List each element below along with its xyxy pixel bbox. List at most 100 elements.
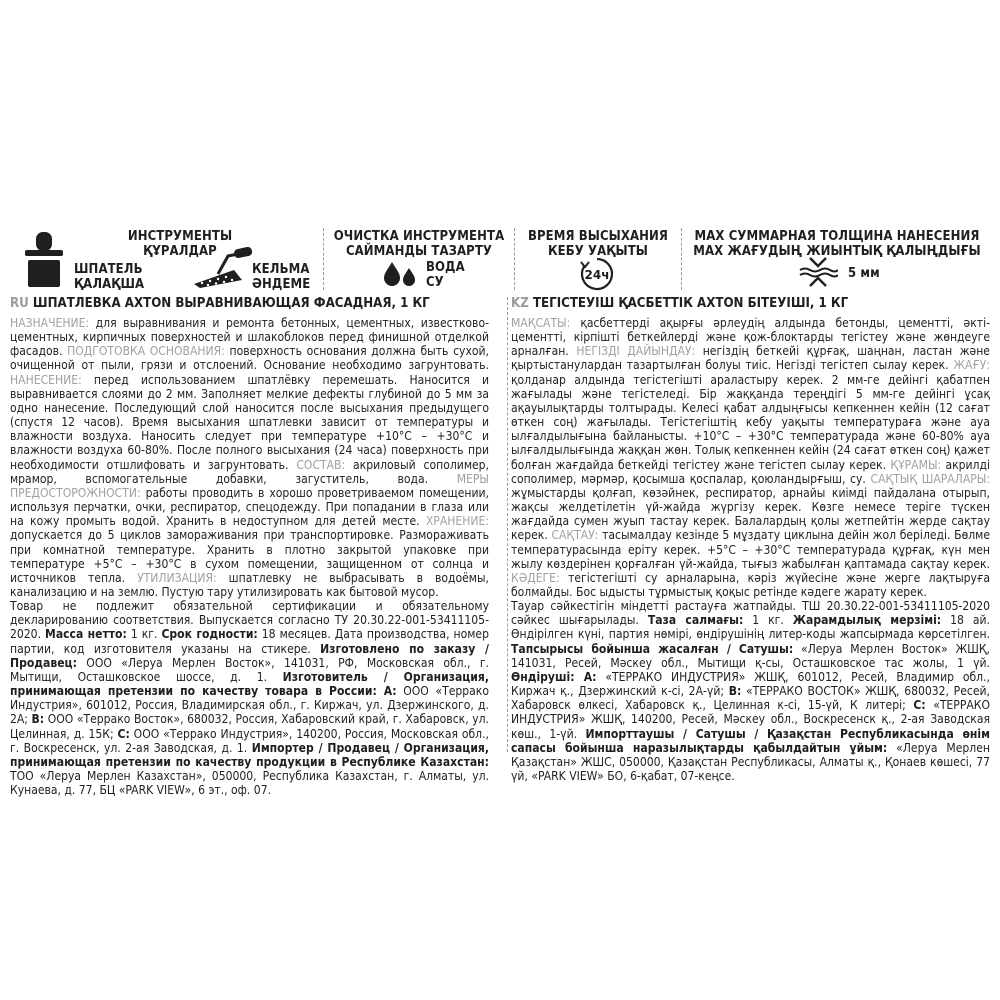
kz-label-apply: ЖАҒУ: — [953, 358, 990, 373]
kz-bold-mass: Таза салмағы: — [647, 613, 744, 628]
drying-time-icon: 24ч — [580, 257, 614, 291]
kz-text-prep: негіздің беткейі құрғақ, шаңнан, ластан … — [511, 344, 990, 373]
kz-lang-prefix: KZ — [511, 296, 529, 311]
tools-title-ru: ИНСТРУМЕНТЫ — [127, 229, 233, 244]
ru-label-safety: МЕРЫ ПРЕДОСТОРОЖНОСТИ: — [10, 471, 489, 500]
kz-text-importer: «Леруа Мерлен Қазақстан» ЖШС, 050000, Қа… — [511, 740, 990, 783]
cleaning-title: ОЧИСТКА ИНСТРУМЕНТА САЙМАНДЫ ТАЗАРТУ — [330, 229, 508, 259]
cleaning-title-kz: САЙМАНДЫ ТАЗАРТУ — [345, 244, 493, 259]
kz-description: МАҚСАТЫ: қасбеттерді ақырғы әрлеудің алд… — [511, 316, 990, 599]
thickness-title-ru: MAX СУММАРНАЯ ТОЛЩИНА НАНЕСЕНИЯ — [694, 229, 980, 244]
ru-bold-maker: Изготовитель / Организация, принимающая … — [10, 669, 489, 699]
kz-text-order: «Леруа Мерлен Восток» ЖШҚ, 141031, Ресей… — [511, 641, 990, 670]
ru-bold-b: В: — [31, 712, 45, 727]
ru-text-purpose: для выравнивания и ремонта бетонных, цем… — [10, 316, 489, 359]
ru-text-prep: поверхность основания должна быть сухой,… — [10, 344, 489, 373]
ru-description: НАЗНАЧЕНИЕ: для выравнивания и ремонта б… — [10, 316, 489, 599]
trowel-icon — [194, 246, 253, 288]
ru-bold-importer: Импортер / Продавец / Организация, прини… — [10, 740, 489, 769]
thickness-value: 5 мм — [848, 266, 880, 281]
drying-title: ВРЕМЯ ВЫСЫХАНИЯ КЕБУ УАҚЫТЫ — [518, 229, 678, 259]
ru-label-disposal: УТИЛИЗАЦИЯ: — [137, 570, 217, 585]
ru-label-composition: СОСТАВ: — [296, 457, 346, 472]
kz-bold-importer: Импорттаушы / Сатушы / Қазақстан Республ… — [511, 726, 990, 755]
ru-text-disposal: шпатлевку не выбрасывать в водоёмы, кана… — [10, 570, 489, 599]
ru-text-order: ООО «Леруа Мерлен Восток», 141031, РФ, М… — [10, 655, 489, 684]
kz-label-safety: САҚТЫҚ ШАРАЛАРЫ: — [870, 471, 990, 486]
ru-text-maker-b: ООО «Террако Восток», 680032, Россия, Ха… — [10, 712, 489, 741]
header-divider — [514, 228, 516, 290]
kz-text-composition: акрилді сополимер, мәрмәр, қосымша қоспа… — [511, 457, 990, 486]
ru-label-storage: ХРАНЕНИЕ: — [425, 514, 489, 529]
ru-label-prep: ПОДГОТОВКА ОСНОВАНИЯ: — [67, 344, 225, 359]
ru-text-cert: Товар не подлежит обязательной сертифика… — [10, 599, 489, 642]
kz-text-maker-c: «ТЕРРАКО ИНДУСТРИЯ» ЖШҚ, 140200, Ресей, … — [511, 698, 990, 741]
kz-text-shelf: 18 ай. Өндірілген күні, партия нөмірі, ө… — [511, 613, 990, 642]
trowel-label-ru: КЕЛЬМА — [252, 262, 310, 277]
tools-title: ИНСТРУМЕНТЫ ҚҰРАЛДАР — [80, 229, 280, 259]
column-divider — [507, 297, 509, 752]
cleaning-title-ru: ОЧИСТКА ИНСТРУМЕНТА — [333, 229, 505, 244]
kz-title-text: ТЕГІСТЕУІШ ҚАСБЕТТІК AXTON БІТЕУІШІ, 1 К… — [532, 296, 849, 311]
ru-text-importer: ТОО «Леруа Мерлен Казахстан», 050000, Ре… — [10, 769, 489, 798]
ru-title-text: ШПАТЛЕВКА AXTON ВЫРАВНИВАЮЩАЯ ФАСАДНАЯ, … — [32, 296, 430, 311]
trowel-label-kz: ӘНДЕМЕ — [252, 277, 311, 292]
ru-text-maker-c: ООО «Террако Индустрия», 140200, Россия,… — [10, 726, 489, 755]
ru-text-storage: допускается до 5 циклов замораживания пр… — [10, 528, 489, 585]
kz-label-disposal: КӘДЕГЕ: — [511, 570, 560, 585]
drying-title-kz: КЕБУ УАҚЫТЫ — [547, 244, 648, 259]
water-label-ru: ВОДА — [426, 260, 465, 275]
ru-product-title: RU ШПАТЛЕВКА AXTON ВЫРАВНИВАЮЩАЯ ФАСАДНА… — [10, 296, 489, 311]
ru-legal-info: Товар не подлежит обязательной сертифика… — [10, 599, 489, 797]
water-drops-icon — [384, 262, 415, 286]
kz-text-disposal: тегістегішті су арналарына, кәріз жүйесі… — [511, 570, 990, 599]
kz-bold-order: Тапсырысы бойынша жасалған / Сатушы: — [511, 641, 794, 656]
kz-text-maker-b: «ТЕРРАКО ВОСТОК» ЖШҚ, 680032, Ресей, Хаб… — [511, 684, 990, 713]
kz-label-prep: НЕГІЗДІ ДАЙЫНДАУ: — [576, 344, 696, 359]
ru-bold-order: Изготовлено по заказу / Продавец: — [10, 641, 489, 670]
tools-title-kz: ҚҰРАЛДАР — [143, 244, 217, 259]
ru-text-maker-a: ООО «Террако Индустрия», 601012, Россия,… — [10, 684, 489, 727]
thickness-title-kz: MAX ЖАҒУДЫҢ ЖИЫНТЫҚ ҚАЛЫҢДЫҒЫ — [693, 244, 981, 259]
kz-text-storage: тасымалдау кезінде 5 мұздату циклына дей… — [511, 528, 991, 571]
kz-text-apply: қолданар алдында тегістегішті араластыру… — [511, 372, 990, 472]
spatula-label-kz: ҚАЛАҚША — [74, 277, 145, 292]
ru-text-mass: 1 кг. — [126, 627, 162, 642]
ru-label-purpose: НАЗНАЧЕНИЕ: — [10, 316, 90, 330]
trowel-label: КЕЛЬМА ӘНДЕМЕ — [252, 262, 310, 292]
kz-text-maker-a: «ТЕРРАКО ИНДУСТРИЯ» ЖШҚ, 601012, Ресей, … — [511, 669, 990, 699]
ru-text-apply: перед использованием шпатлёвку перемешат… — [10, 372, 489, 472]
kz-label-purpose: МАҚСАТЫ: — [511, 316, 571, 330]
kz-label-storage: САҚТАУ: — [551, 528, 599, 543]
water-label-kz: СУ — [426, 275, 444, 290]
ru-column: RU ШПАТЛЕВКА AXTON ВЫРАВНИВАЮЩАЯ ФАСАДНА… — [10, 296, 489, 797]
kz-text-purpose: қасбеттерді ақырғы әрлеудің алдында бето… — [511, 316, 990, 359]
ru-lang-prefix: RU — [10, 296, 29, 311]
water-label: ВОДА СУ — [426, 260, 465, 290]
header-divider — [323, 228, 325, 290]
header-divider — [681, 228, 683, 290]
ru-text-composition: акриловый сополимер, мрамор, вспомогател… — [10, 457, 489, 486]
ru-text-safety: работы проводить в хорошо проветриваемом… — [10, 485, 489, 529]
kz-legal-info: Тауар сәйкестігін міндетті растауға жатп… — [511, 599, 990, 783]
kz-column: KZ ТЕГІСТЕУІШ ҚАСБЕТТІК AXTON БІТЕУІШІ, … — [511, 296, 990, 783]
spatula-label: ШПАТЕЛЬ ҚАЛАҚША — [74, 262, 144, 292]
kz-text-safety: жұмыстарды қолғап, көзәйнек, респиратор,… — [511, 485, 990, 543]
spatula-icon — [25, 232, 63, 287]
kz-bold-maker: Өндіруші: А: — [511, 669, 597, 684]
kz-bold-b: В: — [728, 684, 742, 699]
spatula-label-ru: ШПАТЕЛЬ — [74, 262, 143, 277]
kz-bold-shelf: Жарамдылық мерзімі: — [792, 613, 942, 628]
ru-bold-shelf: Срок годности: — [161, 627, 258, 642]
kz-product-title: KZ ТЕГІСТЕУІШ ҚАСБЕТТІК AXTON БІТЕУІШІ, … — [511, 296, 990, 311]
drying-title-ru: ВРЕМЯ ВЫСЫХАНИЯ — [527, 229, 669, 244]
ru-bold-c: С: — [117, 726, 130, 741]
drying-time-icon-text: 24ч — [585, 268, 610, 282]
kz-text-mass: 1 кг. — [743, 613, 793, 628]
ru-text-shelf: 18 месяцев. Дата производства, номер пар… — [10, 627, 489, 656]
thickness-title: MAX СУММАРНАЯ ТОЛЩИНА НАНЕСЕНИЯ MAX ЖАҒУ… — [684, 229, 990, 259]
kz-label-composition: ҚҰРАМЫ: — [890, 457, 942, 472]
ru-bold-mass: Масса нетто: — [45, 627, 127, 642]
kz-bold-c: С: — [913, 698, 926, 713]
thickness-icon — [799, 257, 838, 287]
